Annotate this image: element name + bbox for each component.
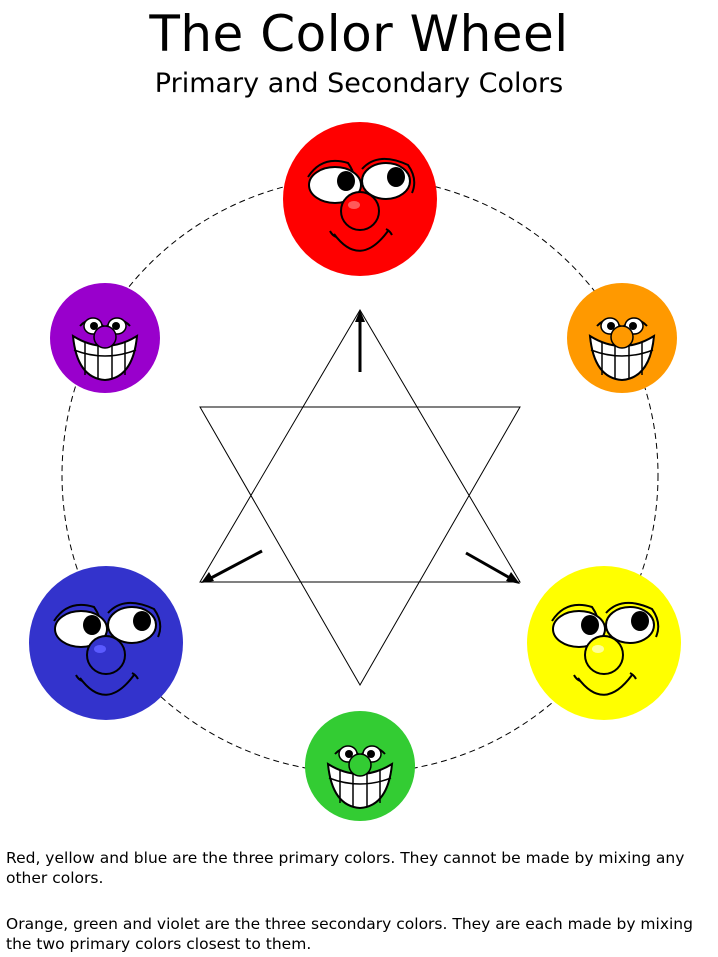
- page-title: The Color Wheel: [149, 5, 569, 63]
- arrow-to-blue: [201, 549, 263, 583]
- blue-face: [29, 566, 183, 720]
- color-wheel-diagram: [29, 122, 681, 821]
- red-face: [283, 122, 437, 276]
- primary-colors-text: Red, yellow and blue are the three prima…: [6, 849, 685, 887]
- page-subtitle: Primary and Secondary Colors: [154, 68, 564, 99]
- star-up-triangle: [199, 309, 521, 583]
- orange-face: [567, 283, 677, 393]
- yellow-face: [527, 566, 681, 720]
- arrow-to-yellow: [465, 551, 520, 584]
- arrow-to-red: [355, 310, 365, 372]
- star-down-triangle: [199, 406, 521, 687]
- green-face: [305, 711, 415, 821]
- secondary-colors-text: Orange, green and violet are the three s…: [6, 915, 693, 953]
- violet-face: [50, 283, 160, 393]
